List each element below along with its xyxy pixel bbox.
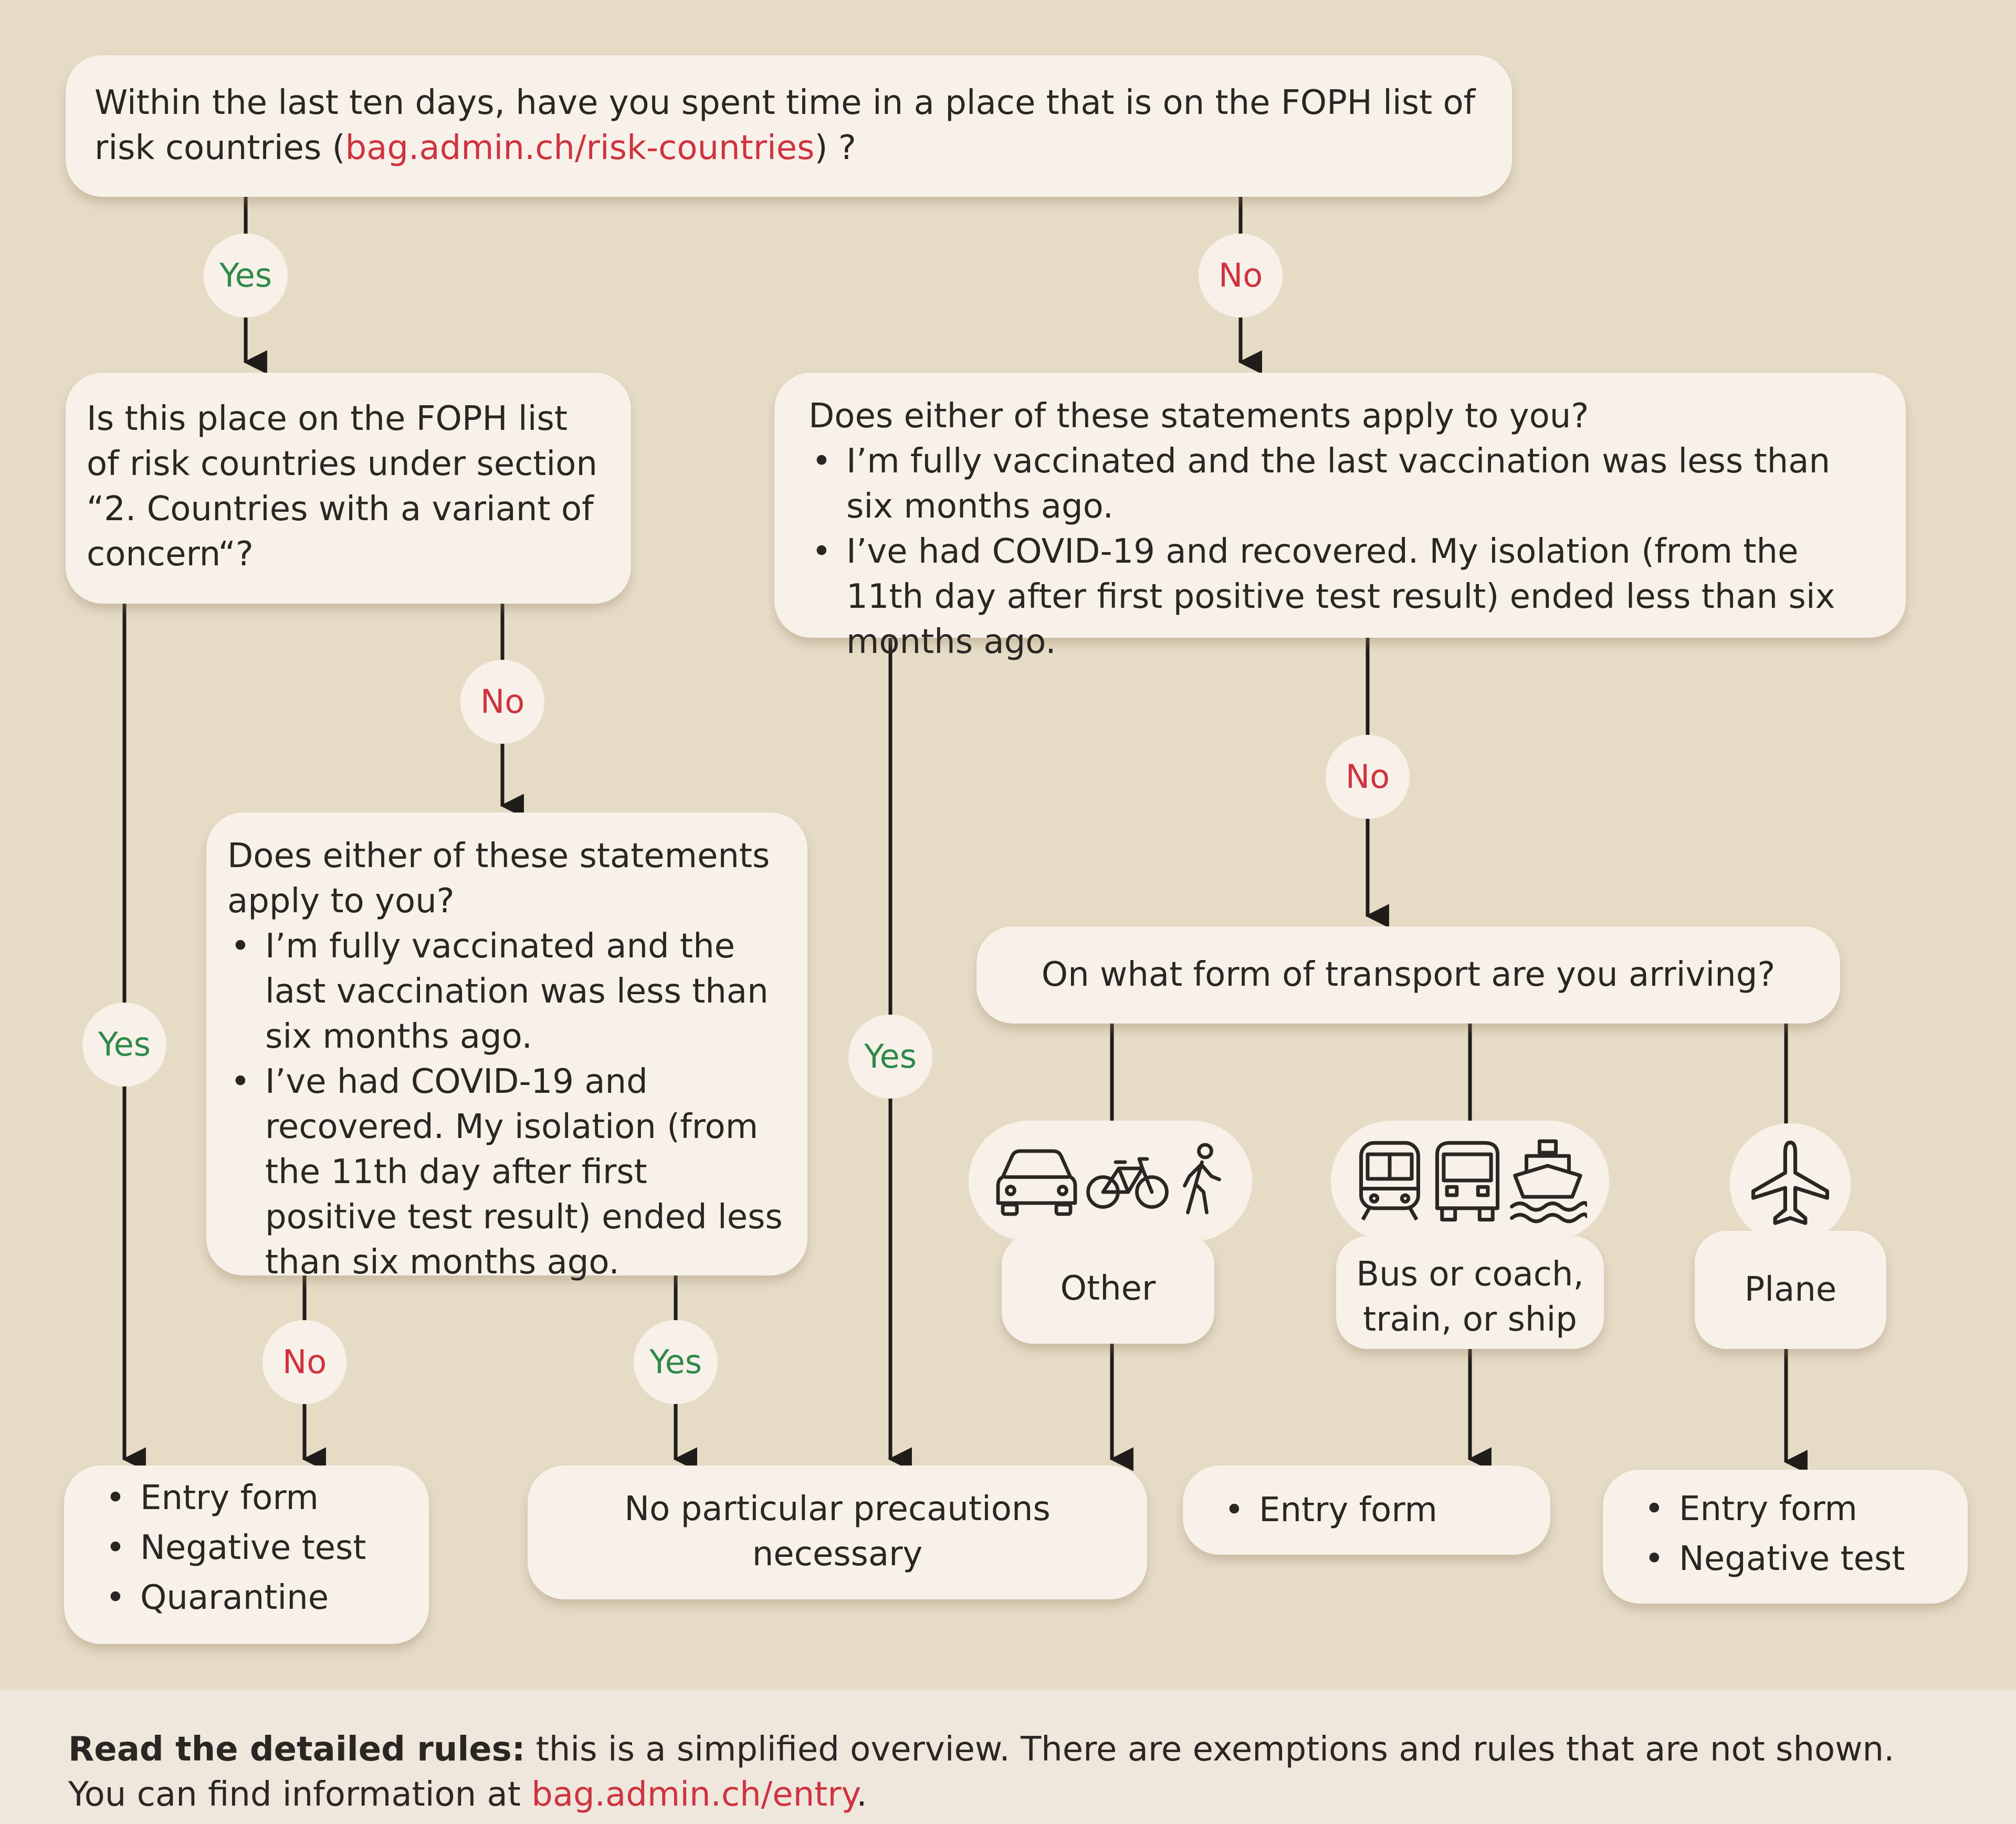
outcome-item: Quarantine (106, 1573, 411, 1623)
outcome-item: Entry form (1224, 1465, 1532, 1555)
outcome-item: Entry form (106, 1473, 411, 1523)
outcome-item: Entry form (1644, 1484, 1949, 1534)
footer-end: . (856, 1775, 867, 1814)
question-transport: On what form of transport are you arrivi… (976, 926, 1840, 1024)
question-lead: Does either of these statements apply to… (227, 837, 770, 921)
statement-list: I’m fully vaccinated and the last vaccin… (227, 924, 786, 1285)
other-transport-icons (969, 1121, 1252, 1241)
footer-note: Read the detailed rules: this is a simpl… (0, 1690, 2016, 1824)
plane-icon-bubble (1730, 1123, 1851, 1244)
pedestrian-icon (1175, 1142, 1227, 1220)
car-icon (993, 1142, 1080, 1220)
answer-yes-badge: Yes (204, 234, 288, 318)
footer-text: this is a simplified overview. There are… (68, 1730, 1895, 1814)
question-variant-of-concern: Is this place on the FOPH list of risk c… (66, 373, 631, 604)
outcome-entry-test: Entry form Negative test (1603, 1470, 1968, 1604)
public-transport-icons (1331, 1121, 1609, 1241)
ship-icon (1508, 1138, 1587, 1225)
answer-no-badge: No (1326, 735, 1410, 819)
question-vaccinated-recovered-left: Does either of these statements apply to… (206, 813, 807, 1282)
question-risk-countries-text: Within the last ten days, have you spent… (94, 83, 1476, 167)
question-risk-countries-text-end: ) ? (814, 129, 856, 167)
statement-vaccinated: I’m fully vaccinated and the last vaccin… (230, 924, 786, 1059)
question-variant-of-concern-text: Is this place on the FOPH list of risk c… (87, 399, 597, 574)
answer-yes-badge: Yes (848, 1015, 932, 1099)
statement-recovered: I’ve had COVID-19 and recovered. My isol… (812, 529, 1872, 665)
answer-no-badge: No (1199, 234, 1283, 318)
transport-public-label: Bus or coach, train, or ship (1336, 1236, 1604, 1349)
answer-no-badge: No (262, 1320, 346, 1404)
airplane-icon (1748, 1139, 1832, 1228)
statement-recovered: I’ve had COVID-19 and recovered. My isol… (230, 1059, 786, 1285)
risk-countries-link[interactable]: bag.admin.ch/risk-countries (345, 129, 815, 167)
bicycle-icon (1084, 1142, 1171, 1220)
outcome-no-precautions: No particular precautions necessary (528, 1465, 1147, 1599)
outcome-list: Entry form Negative test Quarantine (82, 1473, 411, 1623)
question-transport-text: On what form of transport are you arrivi… (1041, 955, 1776, 994)
outcome-list: Entry form Negative test (1621, 1484, 1949, 1584)
entry-link[interactable]: bag.admin.ch/entry (531, 1775, 857, 1814)
outcome-item: Negative test (1644, 1534, 1949, 1584)
transport-other-label: Other (1002, 1233, 1214, 1344)
question-lead: Does either of these statements apply to… (808, 397, 1589, 436)
question-risk-countries: Within the last ten days, have you spent… (66, 55, 1512, 197)
statement-list: I’m fully vaccinated and the last vaccin… (808, 439, 1872, 665)
answer-yes-badge: Yes (634, 1320, 718, 1404)
outcome-entry-form: Entry form (1183, 1465, 1550, 1555)
statement-vaccinated: I’m fully vaccinated and the last vaccin… (812, 439, 1872, 529)
outcome-item: Negative test (106, 1523, 411, 1573)
question-vaccinated-recovered-right: Does either of these statements apply to… (774, 373, 1906, 661)
train-icon (1353, 1138, 1426, 1225)
outcome-entry-test-quarantine: Entry form Negative test Quarantine (64, 1465, 429, 1644)
bus-icon (1431, 1138, 1504, 1225)
answer-yes-badge: Yes (82, 1003, 166, 1087)
footer-bold: Read the detailed rules: (68, 1730, 526, 1769)
outcome-list: Entry form (1201, 1465, 1532, 1555)
answer-no-badge: No (460, 660, 544, 744)
transport-plane-label: Plane (1695, 1231, 1886, 1349)
